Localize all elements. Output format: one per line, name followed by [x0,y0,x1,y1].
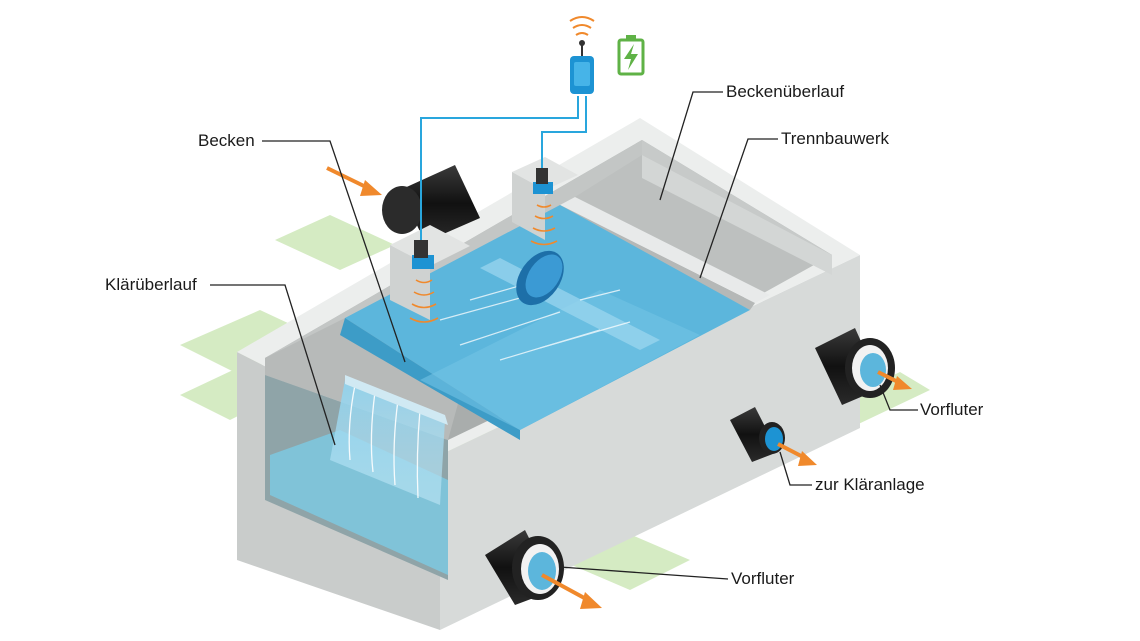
ultrasonic-waves [409,204,558,323]
label-vorfluter-right: Vorfluter [920,400,984,419]
sensor-bracket-left [390,225,470,320]
label-becken: Becken [198,131,255,150]
data-logger-device [570,40,594,94]
overflow-chamber [570,155,832,295]
battery-charging-icon [617,35,645,76]
waterfall [330,375,448,505]
label-klaerueberlauf: Klärüberlauf [105,275,197,294]
flow-arrow-icon [326,166,912,609]
label-trennbauwerk: Trennbauwerk [781,129,890,148]
sensor-cables [420,96,587,240]
leader-lines [210,91,918,580]
wifi-signal-icon [569,16,595,36]
label-beckenueberlauf: Beckenüberlauf [726,82,845,101]
label-vorfluter-bottom: Vorfluter [731,569,795,588]
label-zur-klaeranlage: zur Kläranlage [815,475,925,494]
outlet-pipe-right [815,328,895,405]
sensor-bracket-right [512,157,578,240]
